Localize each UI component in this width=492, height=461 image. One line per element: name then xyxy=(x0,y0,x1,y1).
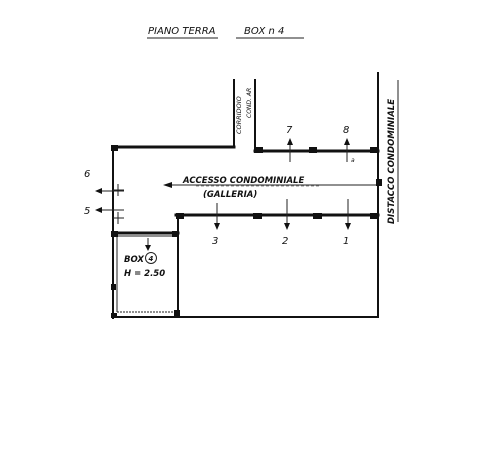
number-8: 8 xyxy=(343,125,349,136)
number-1: 1 xyxy=(343,236,349,247)
label-box-name: BOX xyxy=(124,255,144,265)
label-distacco: DISTACCO CONDOMINIALE xyxy=(387,99,397,224)
number-5: 5 xyxy=(84,206,90,217)
plan-title: PIANO TERRA BOX n 4 xyxy=(147,26,304,39)
corridor-label: CORRIDOIO COND. AR xyxy=(235,88,253,134)
view-arrows-bottom: 1 2 3 xyxy=(145,199,351,251)
title-floor: PIANO TERRA xyxy=(148,26,216,37)
number-7: 7 xyxy=(286,125,293,136)
label-corridoio: CORRIDOIO xyxy=(235,96,243,134)
label-box-number: 4 xyxy=(149,255,154,263)
distacco-label: DISTACCO CONDOMINIALE xyxy=(387,80,399,224)
gallery-access: ACCESSO CONDOMINIALE (GALLERIA) xyxy=(163,176,376,200)
number-6: 6 xyxy=(84,169,90,180)
label-cond: COND. AR xyxy=(246,88,253,118)
box-4-label: BOX 4 H = 2.50 xyxy=(124,252,165,279)
label-accesso: ACCESSO CONDOMINIALE xyxy=(182,176,304,186)
label-galleria: (GALLERIA) xyxy=(203,190,257,200)
number-3: 3 xyxy=(212,236,218,247)
small-a: a xyxy=(351,157,355,164)
title-box: BOX n 4 xyxy=(244,26,284,37)
number-2: 2 xyxy=(282,236,288,247)
label-box-height: H = 2.50 xyxy=(124,269,165,279)
structural-columns xyxy=(111,145,382,318)
view-arrows-top: 7 8 a xyxy=(286,125,355,164)
view-arrows-left: 6 5 xyxy=(84,169,124,217)
